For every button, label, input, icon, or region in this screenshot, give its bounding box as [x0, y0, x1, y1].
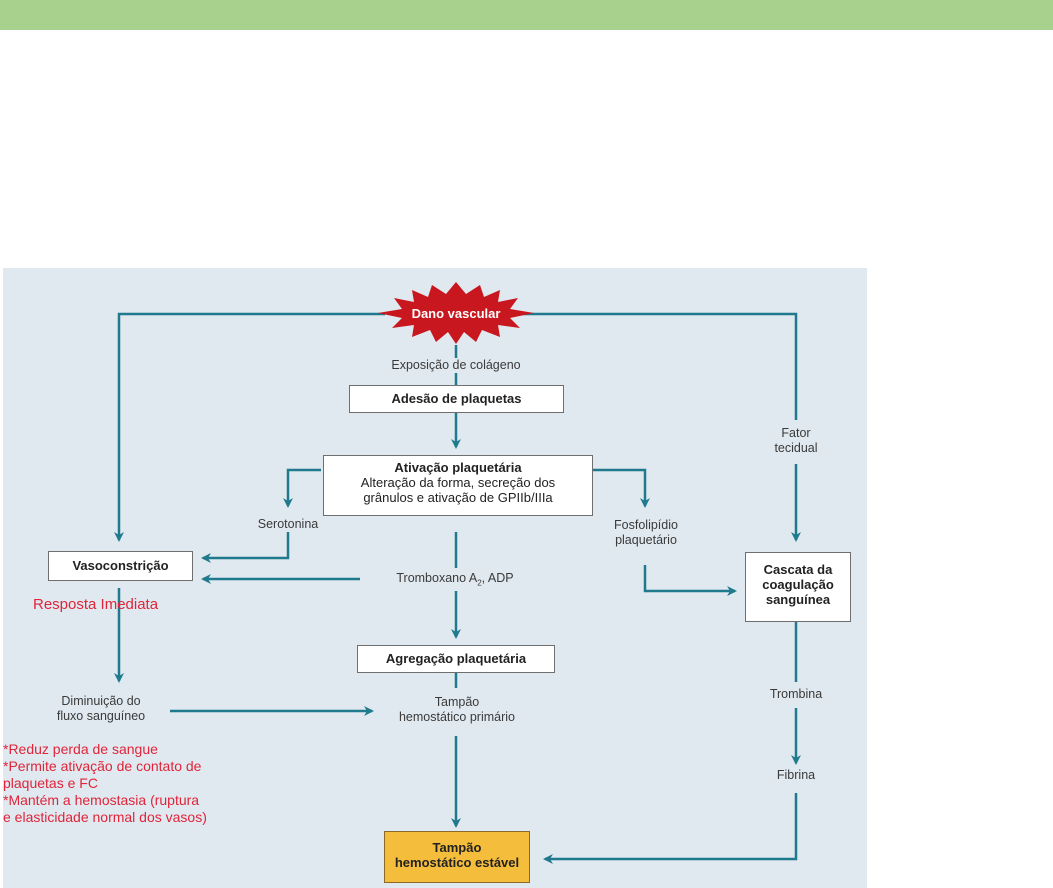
cascata-line2: coagulação	[762, 577, 834, 592]
tromboxano-text: Tromboxano A	[396, 571, 478, 585]
ativacao-node: Ativação plaquetária Alteração da forma,…	[323, 455, 593, 516]
arrow-serotonina-to-vasoconstricao	[201, 532, 290, 563]
arrow-dano-to-vasoconstricao	[114, 312, 385, 542]
cascata-node: Cascata da coagulação sanguínea	[745, 552, 851, 622]
annotation-notes: *Reduz perda de sangue *Permite ativação…	[3, 741, 207, 826]
diminuicao-label: Diminuição do fluxo sanguíneo	[36, 694, 166, 724]
tampao-estavel-node: Tampão hemostático estável	[384, 831, 530, 883]
adesao-node: Adesão de plaquetas	[349, 385, 564, 413]
tampao-estavel-line2: hemostático estável	[394, 855, 520, 870]
cascata-line3: sanguínea	[765, 592, 831, 607]
note-line: e elasticidade normal dos vasos)	[3, 809, 207, 825]
fosfolipidio-line1: Fosfolipídio	[614, 518, 678, 532]
fator-tecidual-label: Fator tecidual	[765, 426, 827, 456]
tromboxano-tail: , ADP	[481, 571, 514, 585]
diminuicao-line2: fluxo sanguíneo	[56, 709, 146, 723]
ativacao-line1: Alteração da forma, secreção dos	[360, 475, 556, 490]
cascata-line1: Cascata da	[763, 562, 833, 577]
agregacao-node: Agregação plaquetária	[357, 645, 555, 673]
arrow-fibrina-to-tampao-estavel	[543, 793, 798, 864]
resposta-imediata-annotation: Resposta Imediata	[33, 596, 159, 613]
fator-line2: tecidual	[774, 441, 818, 455]
diminuicao-line1: Diminuição do	[61, 694, 141, 708]
fosfolipidio-label: Fosfolipídio plaquetário	[604, 518, 688, 548]
tromboxano-label: Tromboxano A2, ADP	[360, 571, 550, 591]
vasoconstricao-node: Vasoconstrição	[48, 551, 193, 581]
arrow-fosfolipidio-to-cascata	[643, 565, 737, 596]
dano-vascular-node: Dano vascular	[376, 282, 536, 344]
serotonina-label: Serotonina	[250, 517, 326, 532]
arrow-ativacao-to-fosfolipidio	[593, 468, 650, 508]
tampao-estavel-line1: Tampão	[432, 840, 482, 855]
tampao-primario-line1: Tampão	[434, 695, 480, 709]
trombina-label: Trombina	[760, 687, 832, 702]
fibrina-label: Fibrina	[768, 768, 824, 783]
tromboxano-subscript: 2	[477, 578, 482, 588]
exposicao-label: Exposição de colágeno	[372, 358, 540, 373]
tampao-primario-line2: hemostático primário	[398, 710, 515, 724]
ativacao-title: Ativação plaquetária	[394, 460, 522, 475]
burst-icon	[378, 282, 534, 344]
arrow-ativacao-to-serotonina	[283, 468, 321, 508]
adesao-label: Adesão de plaquetas	[391, 391, 522, 406]
ativacao-line2: grânulos e ativação de GPIIb/IIIa	[363, 490, 553, 505]
fator-line1: Fator	[781, 426, 811, 440]
agregacao-label: Agregação plaquetária	[385, 651, 527, 666]
note-line: *Reduz perda de sangue	[3, 741, 158, 757]
fosfolipidio-line2: plaquetário	[615, 533, 677, 547]
note-line: *Mantém a hemostasia (ruptura	[3, 792, 200, 808]
header-bar	[0, 0, 1053, 30]
note-line: *Permite ativação de contato de	[3, 758, 202, 774]
vasoconstricao-label: Vasoconstrição	[72, 558, 169, 573]
tampao-primario-label: Tampão hemostático primário	[384, 695, 530, 725]
arrow-dano-to-cascata	[515, 312, 798, 420]
note-line: plaquetas e FC	[3, 775, 98, 791]
dano-vascular-label: Dano vascular	[411, 305, 501, 321]
